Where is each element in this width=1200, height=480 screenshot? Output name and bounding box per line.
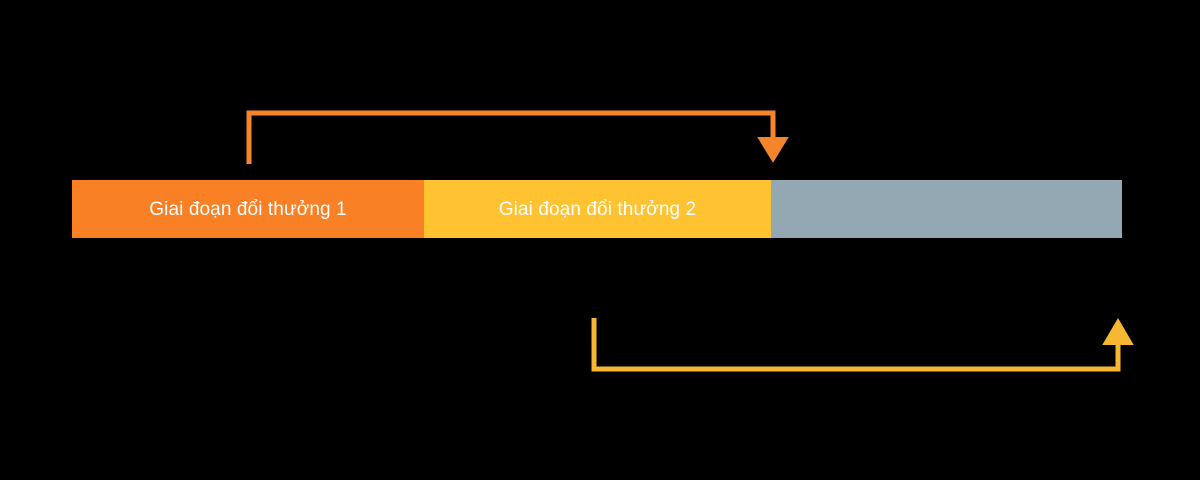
- segment-label-phase-1: Giai đoạn đổi thưởng 1: [149, 198, 347, 220]
- timeline-bar: Giai đoạn đổi thưởng 1 Giai đoạn đổi thư…: [72, 180, 1122, 238]
- timeline-segment-phase-1[interactable]: Giai đoạn đổi thưởng 1: [72, 180, 424, 238]
- timeline-segment-phase-2[interactable]: Giai đoạn đổi thưởng 2: [424, 180, 771, 238]
- timeline-segment-remaining[interactable]: [771, 180, 1122, 238]
- segment-label-phase-2: Giai đoạn đổi thưởng 2: [498, 198, 697, 220]
- bottom-bracket-arrow-icon: [591, 318, 1134, 372]
- top-bracket-arrow-icon: [246, 110, 789, 164]
